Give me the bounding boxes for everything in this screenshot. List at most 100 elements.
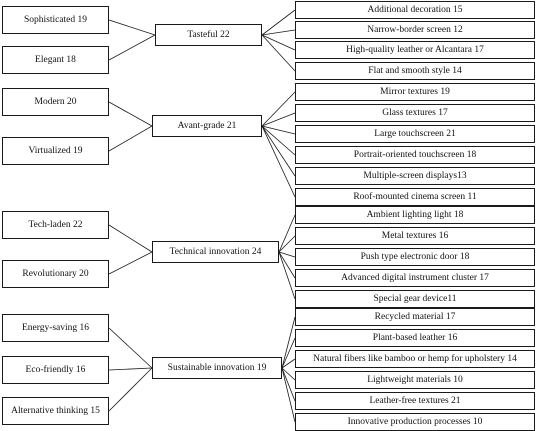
right-connector-line [281, 316, 296, 369]
feature-box-label: Recycled material 17 [374, 312, 456, 322]
feature-box-label: Advanced digital instrument cluster 17 [341, 273, 489, 283]
feature-box: Portrait-oriented touchscreen 18 [295, 146, 535, 164]
feature-box: High-quality leather or Alcantara 17 [295, 41, 535, 59]
feature-box-label: Additional decoration 15 [367, 5, 463, 15]
left-connector-line [108, 34, 156, 61]
attribute-box-label: Energy-saving 16 [21, 323, 90, 333]
feature-box: Natural fibers like bamboo or hemp for u… [295, 350, 535, 368]
attribute-box: Virtualized 19 [2, 137, 109, 165]
category-box: Technical innovation 24 [152, 241, 279, 263]
category-box: Sustainable innovation 19 [152, 357, 282, 379]
attribute-box-label: Tech-laden 22 [28, 220, 83, 230]
left-connector-line [108, 125, 153, 152]
right-connector-line [278, 214, 296, 253]
feature-box-label: Metal textures 16 [381, 231, 449, 241]
feature-box-label: Glass textures 17 [382, 108, 448, 118]
feature-box: Special gear device11 [295, 290, 535, 308]
feature-box: Innovative production processes 10 [295, 413, 535, 431]
attribute-box-label: Modern 20 [34, 97, 77, 107]
feature-box: Glass textures 17 [295, 104, 535, 122]
feature-box-label: Leather-free textures 21 [369, 396, 461, 406]
category-box-label: Technical innovation 24 [169, 247, 262, 257]
feature-box: Lightweight materials 10 [295, 371, 535, 389]
feature-box: Leather-free textures 21 [295, 392, 535, 410]
feature-box-label: Special gear device11 [373, 294, 457, 304]
feature-box-label: Natural fibers like bamboo or hemp for u… [313, 354, 517, 364]
feature-box-label: Narrow-border screen 12 [367, 25, 463, 35]
feature-box: Flat and smooth style 14 [295, 62, 535, 80]
feature-box-label: Mirror textures 19 [380, 87, 450, 97]
category-box: Tasteful 22 [155, 24, 262, 46]
feature-box: Metal textures 16 [295, 227, 535, 245]
feature-box: Large touchscreen 21 [295, 125, 535, 143]
feature-box-label: Plant-based leather 16 [372, 333, 458, 343]
feature-box: Ambient lighting light 18 [295, 206, 535, 224]
attribute-box-label: Virtualized 19 [28, 146, 83, 156]
right-connector-line [278, 235, 296, 253]
right-connector-line [261, 91, 296, 127]
feature-box: Narrow-border screen 12 [295, 21, 535, 39]
right-connector-line [261, 9, 296, 36]
attribute-box: Eco-friendly 16 [2, 356, 109, 384]
feature-box: Push type electronic door 18 [295, 248, 535, 266]
feature-box-label: Ambient lighting light 18 [366, 210, 464, 220]
feature-box-label: Large touchscreen 21 [374, 129, 456, 139]
right-connector-line [261, 34, 296, 51]
right-connector-line [281, 367, 296, 381]
category-box-label: Avant-grade 21 [177, 121, 237, 131]
feature-box-label: Push type electronic door 18 [360, 252, 470, 262]
left-connector-line [108, 19, 156, 36]
feature-box: Mirror textures 19 [295, 83, 535, 101]
attribute-box-label: Elegant 18 [35, 55, 76, 65]
right-connector-line [281, 337, 296, 369]
feature-box-label: Portrait-oriented touchscreen 18 [353, 150, 477, 160]
right-connector-line [261, 112, 296, 127]
left-connector-line [108, 367, 153, 371]
feature-box: Multiple-screen displays13 [295, 167, 535, 185]
feature-box-label: Lightweight materials 10 [367, 375, 463, 385]
attribute-box-label: Sophisticated 19 [23, 15, 88, 25]
feature-box-label: Flat and smooth style 14 [368, 66, 462, 76]
right-connector-line [278, 251, 296, 258]
feature-box-label: Roof-mounted cinema screen 11 [353, 192, 477, 202]
category-box-label: Tasteful 22 [187, 30, 230, 40]
feature-box-label: Innovative production processes 10 [347, 417, 483, 427]
right-connector-line [261, 34, 296, 72]
left-connector-line [108, 251, 153, 275]
right-connector-line [261, 125, 296, 156]
category-box: Avant-grade 21 [152, 115, 262, 137]
attribute-box-label: Eco-friendly 16 [25, 365, 86, 375]
right-connector-line [278, 251, 296, 279]
right-connector-line [281, 367, 296, 423]
attribute-box: Energy-saving 16 [2, 314, 109, 342]
attribute-box-label: Revolutionary 20 [22, 269, 89, 279]
attribute-box: Tech-laden 22 [2, 211, 109, 239]
left-connector-line [108, 224, 153, 253]
right-connector-line [261, 29, 296, 36]
left-connector-line [108, 101, 153, 127]
feature-box: Roof-mounted cinema screen 11 [295, 188, 535, 206]
right-connector-line [261, 125, 296, 135]
attribute-box: Sophisticated 19 [2, 6, 109, 34]
feature-box: Advanced digital instrument cluster 17 [295, 269, 535, 287]
attribute-box: Alternative thinking 15 [2, 397, 109, 425]
attribute-box: Elegant 18 [2, 46, 109, 74]
feature-box: Recycled material 17 [295, 308, 535, 326]
right-connector-line [278, 251, 296, 300]
attribute-box: Revolutionary 20 [2, 260, 109, 288]
feature-box: Plant-based leather 16 [295, 329, 535, 347]
right-connector-line [281, 367, 296, 402]
feature-box-label: High-quality leather or Alcantara 17 [346, 45, 484, 55]
left-connector-line [108, 327, 153, 369]
right-connector-line [281, 358, 296, 369]
attribute-box: Modern 20 [2, 88, 109, 116]
left-connector-line [108, 367, 153, 412]
feature-box-label: Multiple-screen displays13 [363, 171, 467, 181]
attribute-box-label: Alternative thinking 15 [11, 406, 100, 416]
right-connector-line [261, 125, 296, 198]
feature-box: Additional decoration 15 [295, 1, 535, 19]
right-connector-line [261, 125, 296, 177]
category-box-label: Sustainable innovation 19 [167, 363, 267, 373]
